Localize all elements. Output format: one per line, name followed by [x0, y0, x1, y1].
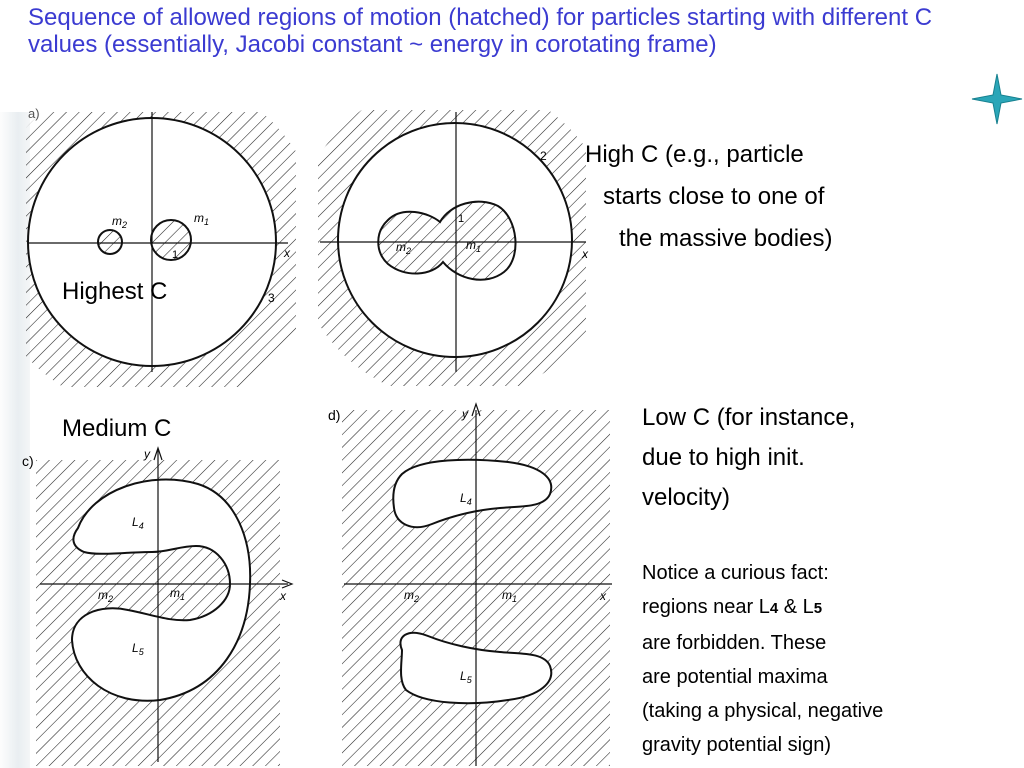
- label-high-c-line: High C (e.g., particle: [585, 141, 804, 168]
- diagrams: a) m2 m1 x 1 3 m2 m1 x 1 2 c) y x m2 m1 …: [22, 106, 612, 766]
- panel-low-c: [342, 402, 612, 766]
- panel-c-y: y: [143, 447, 151, 461]
- notice-line: are potential maxima: [642, 666, 828, 688]
- label-low-c-line: due to high init.: [642, 444, 805, 471]
- panel-a-corner: a): [28, 106, 40, 121]
- panel-medium-c: [36, 446, 294, 766]
- region-l4-forbidden: [392, 458, 553, 529]
- label-low-c: Low C (for instance, due to high init. v…: [642, 398, 1002, 518]
- panel-d-m2: m2: [404, 588, 419, 604]
- panel-d-l5: L5: [460, 669, 473, 685]
- label-high-c-line: starts close to one of: [603, 183, 825, 210]
- panel-high-c: [318, 110, 586, 386]
- label-low-c-line: velocity): [642, 484, 731, 511]
- star-icon: [971, 73, 1023, 125]
- region-dumbbell: [377, 200, 517, 281]
- panel-highest-c: [26, 112, 296, 387]
- notice-line: (taking a physical, negative: [642, 700, 884, 722]
- panel-c-l4: L4: [132, 515, 144, 531]
- label-medium-c: Medium C: [62, 415, 172, 442]
- panel-c-m2: m2: [98, 588, 113, 604]
- panel-a-m1: m1: [194, 211, 209, 227]
- panel-b-m2: m2: [396, 240, 411, 256]
- notice-line-lagrange: regions near L4 & L5: [642, 596, 823, 618]
- region-m2: [97, 229, 123, 255]
- panel-b-m1: m1: [466, 238, 481, 254]
- slide-title: Sequence of allowed regions of motion (h…: [28, 4, 933, 58]
- page-scan-edge: [0, 112, 30, 768]
- panel-d-x: x: [599, 589, 607, 603]
- panel-a-x: x: [283, 246, 291, 260]
- panel-d-m1: m1: [502, 588, 517, 604]
- panel-a-one: 1: [172, 249, 178, 261]
- panel-c-l5: L5: [132, 641, 145, 657]
- panel-c-corner: c): [22, 453, 34, 469]
- label-highest-c: Highest C: [62, 278, 168, 305]
- panel-d-l4: L4: [460, 491, 472, 507]
- notice-line: Notice a curious fact:: [642, 562, 829, 584]
- panel-a-three: 3: [268, 291, 275, 305]
- region-m1: [150, 219, 192, 261]
- panel-a-m2: m2: [112, 214, 127, 230]
- panel-b-one: 1: [458, 213, 464, 225]
- panel-b-two: 2: [540, 149, 547, 163]
- panel-d-y: y: [461, 407, 469, 421]
- panel-b-x: x: [581, 247, 589, 261]
- notice-line: are forbidden. These: [642, 632, 827, 654]
- notice-text: Notice a curious fact: regions near L4 &…: [642, 556, 1012, 762]
- panel-c-m1: m1: [170, 586, 185, 602]
- panel-d-corner: d): [328, 407, 340, 423]
- notice-line: gravity potential sign): [642, 734, 831, 756]
- label-high-c: High C (e.g., particle starts close to o…: [585, 134, 945, 260]
- label-low-c-line: Low C (for instance,: [642, 404, 856, 431]
- region-crescent: [70, 478, 252, 702]
- label-high-c-line: the massive bodies): [619, 225, 833, 252]
- panel-c-x: x: [279, 589, 287, 603]
